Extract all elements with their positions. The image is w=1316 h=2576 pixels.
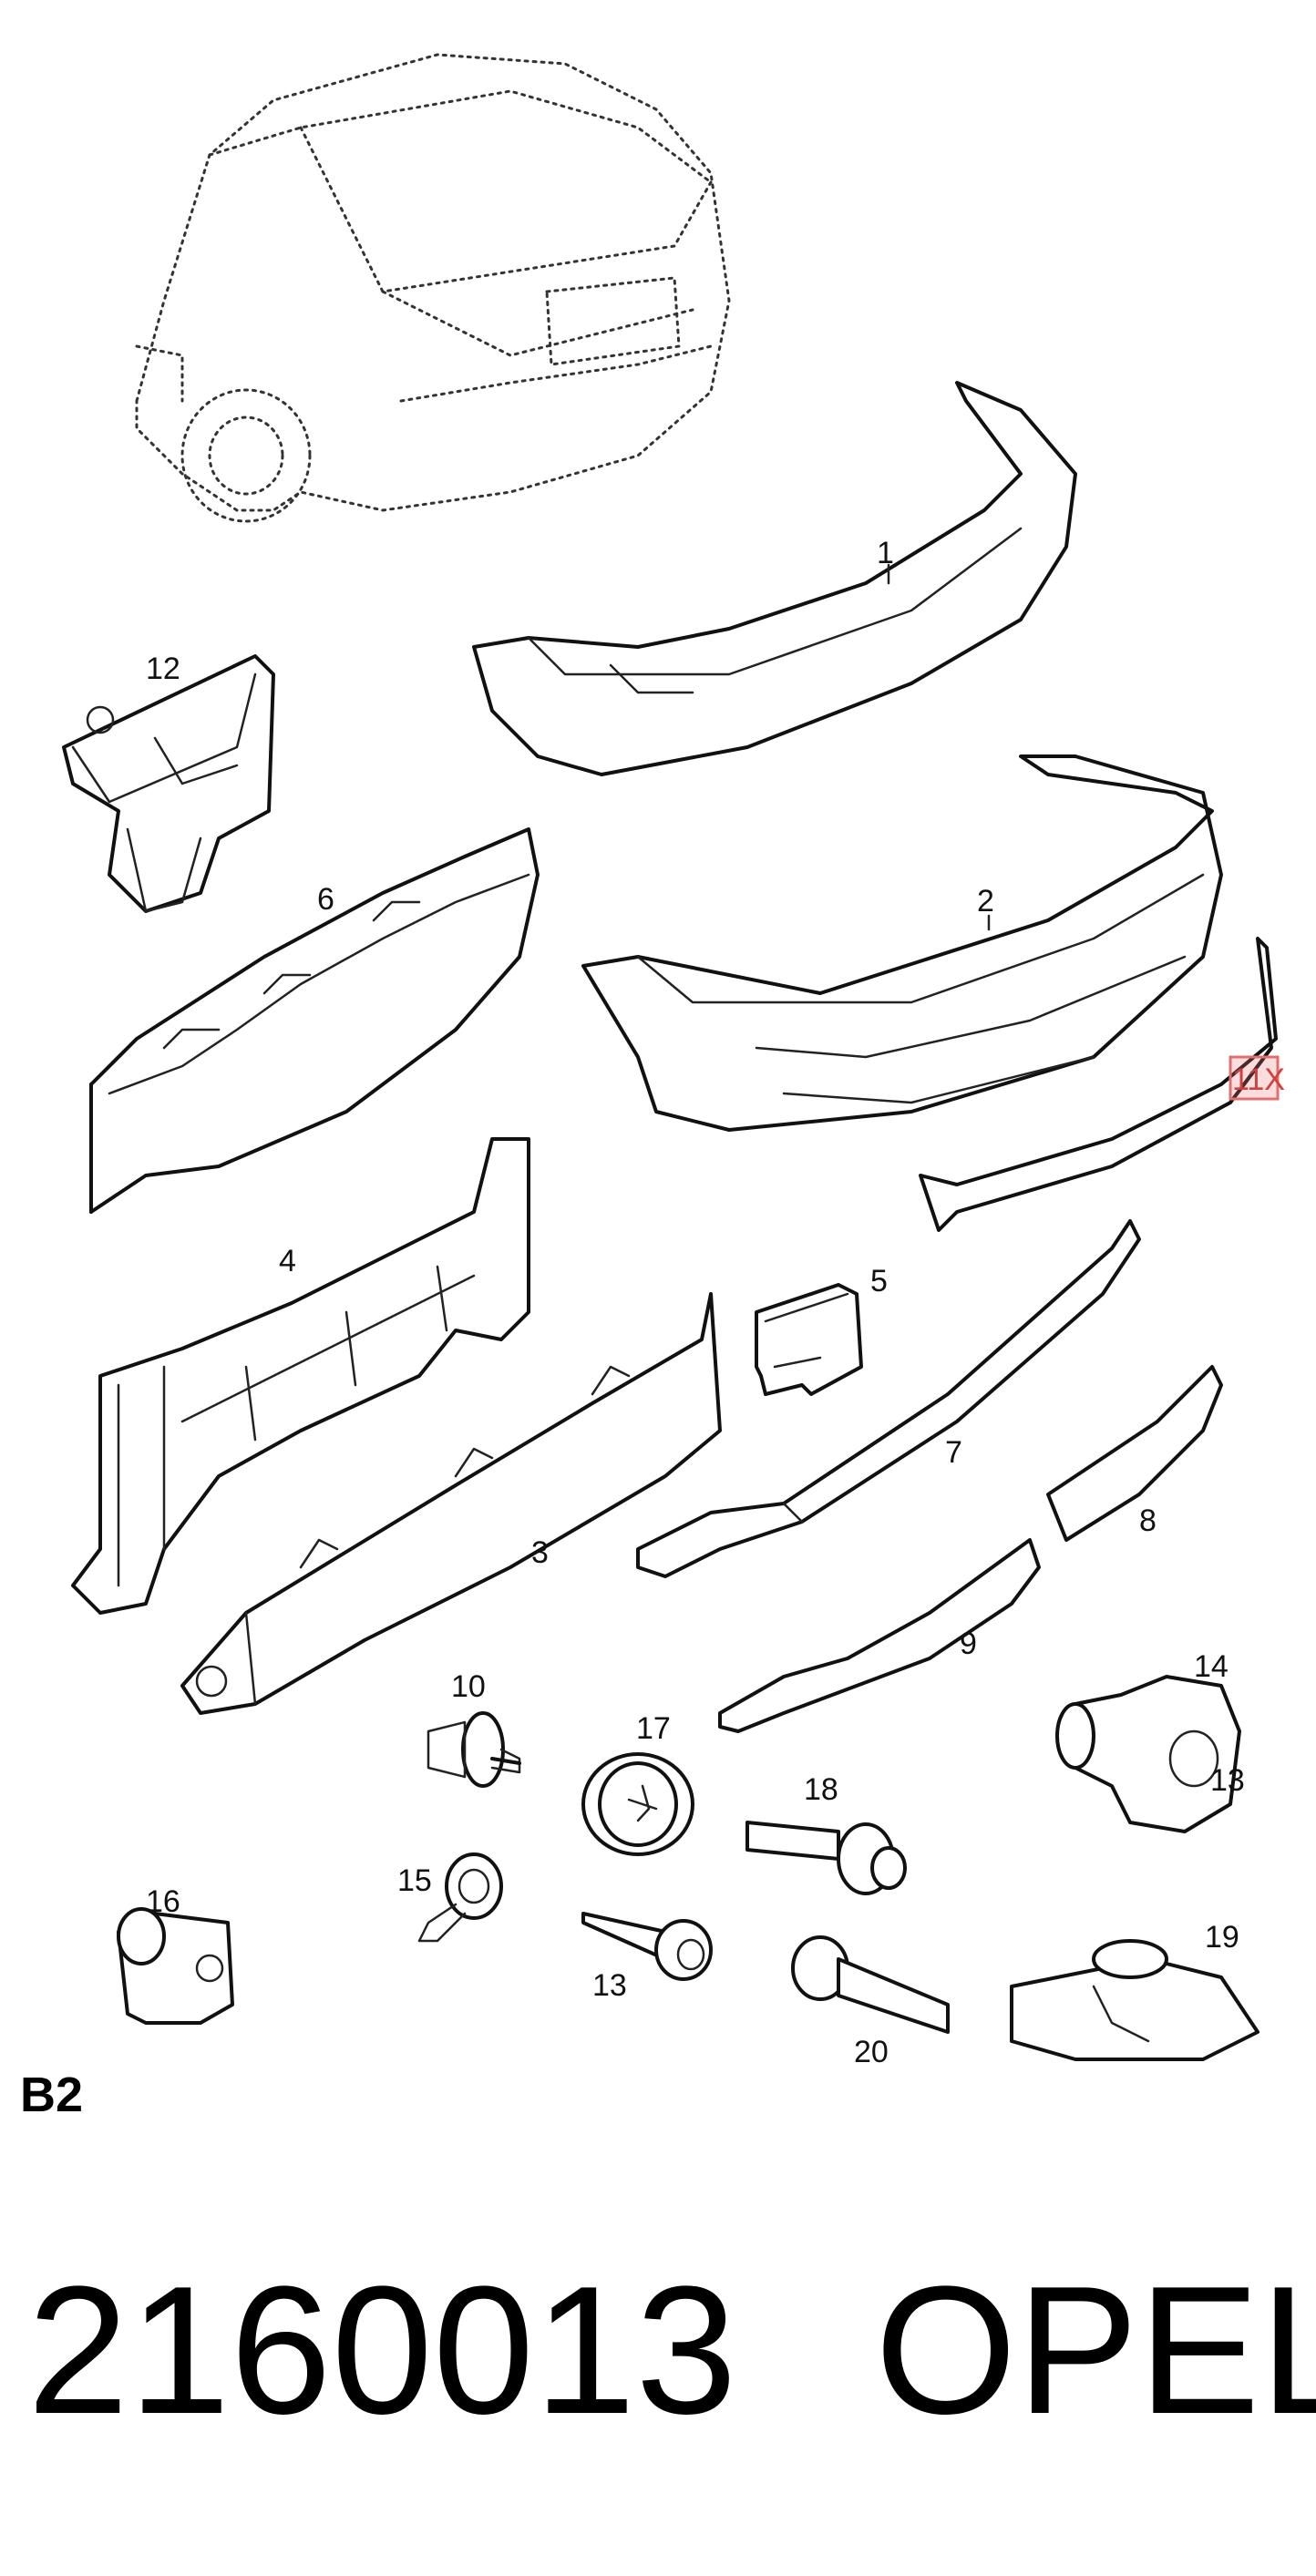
callout-5: 5 [870, 1264, 888, 1298]
part-15-rivet [417, 1852, 503, 1943]
part-3-reinforcement [180, 1292, 722, 1715]
callout-17: 17 [636, 1711, 671, 1746]
part-4-support [71, 1137, 530, 1615]
callout-leaders [887, 563, 991, 931]
part-11-trim-strip [919, 937, 1278, 1232]
part-20-bolt [791, 1935, 950, 2034]
part-14-retainer [1055, 1675, 1241, 1833]
part-5-clip [755, 1283, 863, 1396]
part-17-cap [581, 1752, 694, 1856]
callout-20: 20 [854, 2035, 889, 2069]
callout-9: 9 [960, 1627, 977, 1661]
callout-15: 15 [397, 1863, 432, 1898]
part-number: 2160013 [27, 2249, 737, 2452]
car-illustration [135, 53, 731, 523]
callout-16: 16 [146, 1884, 180, 1919]
part-12-bracket [62, 654, 275, 913]
callout-14: 14 [1194, 1649, 1229, 1684]
part-2-bumper-cover [581, 754, 1223, 1132]
callout-12: 12 [146, 652, 180, 686]
part-6-impact-absorber [89, 827, 540, 1214]
callout-13-inset: 13 [1210, 1763, 1245, 1798]
callout-19: 19 [1205, 1920, 1239, 1955]
part-8-insert [1046, 1365, 1223, 1542]
sheet-label: B2 [20, 2068, 84, 2122]
part-10-push-pin [427, 1711, 521, 1788]
callout-18: 18 [804, 1772, 838, 1807]
part-19-speed-nut [1010, 1939, 1259, 2061]
part-1-bumper-cover [472, 381, 1077, 776]
part-13-screw [581, 1912, 713, 1981]
callout-6: 6 [317, 882, 334, 917]
callout-8: 8 [1139, 1504, 1157, 1538]
callout-3: 3 [531, 1535, 549, 1570]
callout-2: 2 [977, 884, 994, 919]
callout-4: 4 [279, 1244, 296, 1278]
callout-1: 1 [877, 536, 894, 570]
quantity-label: 11X [1232, 1062, 1285, 1097]
callout-7: 7 [945, 1435, 962, 1470]
callout-13: 13 [592, 1968, 627, 2003]
part-16-clip [117, 1907, 234, 2025]
brand-name: OPEL [875, 2249, 1316, 2452]
callout-labels: 1 2 3 4 5 6 7 8 9 10 12 13 14 15 16 17 1… [146, 536, 1245, 2069]
part-9-molding [718, 1538, 1041, 1733]
callout-10: 10 [451, 1669, 486, 1704]
quantity-highlight-box [1229, 1055, 1280, 1101]
part-7-molding [636, 1219, 1141, 1578]
part-18-bolt [745, 1821, 907, 1895]
